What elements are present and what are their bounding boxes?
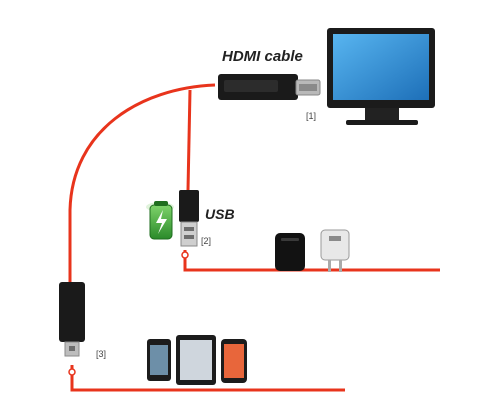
smartphone-icon bbox=[147, 339, 171, 381]
hdmi-cable-label: HDMI cable bbox=[222, 48, 303, 65]
port-label-usb: [2] bbox=[201, 236, 212, 246]
red-cables bbox=[68, 83, 440, 392]
cable-usb-ground bbox=[183, 250, 440, 272]
usb-connector bbox=[179, 190, 199, 247]
wall-charger-icon bbox=[320, 229, 350, 272]
usb-label: USB bbox=[205, 206, 235, 222]
battery-charging-icon bbox=[146, 201, 174, 240]
tablet-icon bbox=[176, 335, 216, 385]
mobile-connector bbox=[59, 282, 85, 357]
cable-main-to-mobile bbox=[68, 83, 216, 282]
hdmi-connector bbox=[218, 74, 321, 100]
cable-branch-to-usb bbox=[186, 89, 192, 191]
power-bank-icon bbox=[275, 233, 305, 271]
port-label-tv: [1] bbox=[306, 111, 317, 121]
smartphone-icon bbox=[221, 339, 247, 383]
port-label-mobile: [3] bbox=[96, 349, 107, 359]
cable-end-usb bbox=[181, 251, 189, 259]
cable-end-mobile bbox=[68, 368, 76, 376]
tv-monitor-icon bbox=[327, 28, 435, 125]
